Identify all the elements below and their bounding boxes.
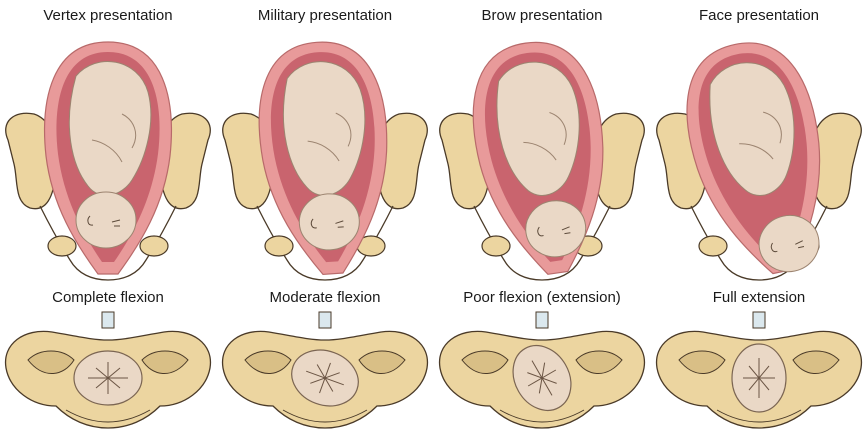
military-flexion-title: Moderate flexion	[217, 289, 433, 306]
military-flexion-illustration	[217, 310, 433, 430]
vertex-panel: Vertex presentation Complete flexion	[0, 0, 216, 432]
fetal-head-from-below	[732, 344, 786, 412]
brow-flexion-title: Poor flexion (extension)	[434, 289, 650, 306]
fetal-head-from-below	[74, 351, 142, 405]
brow-flexion-illustration	[434, 310, 650, 430]
military-presentation-title: Military presentation	[217, 7, 433, 24]
face-flexion-title: Full extension	[651, 289, 867, 306]
vertex-flexion-title: Complete flexion	[0, 289, 216, 306]
vertex-presentation-title: Vertex presentation	[0, 7, 216, 24]
military-panel: Military presentation Moderate flexion	[217, 0, 433, 432]
face-presentation-illustration	[651, 30, 867, 284]
face-flexion-illustration	[651, 310, 867, 430]
military-presentation-illustration	[217, 30, 433, 284]
vertex-presentation-illustration	[0, 30, 216, 284]
face-panel: Face presentation Full extension	[651, 0, 867, 432]
vertex-flexion-illustration	[0, 310, 216, 430]
face-presentation-title: Face presentation	[651, 7, 867, 24]
brow-presentation-title: Brow presentation	[434, 7, 650, 24]
brow-presentation-illustration	[434, 30, 650, 284]
brow-panel: Brow presentation Poor flexion (extensio…	[434, 0, 650, 432]
